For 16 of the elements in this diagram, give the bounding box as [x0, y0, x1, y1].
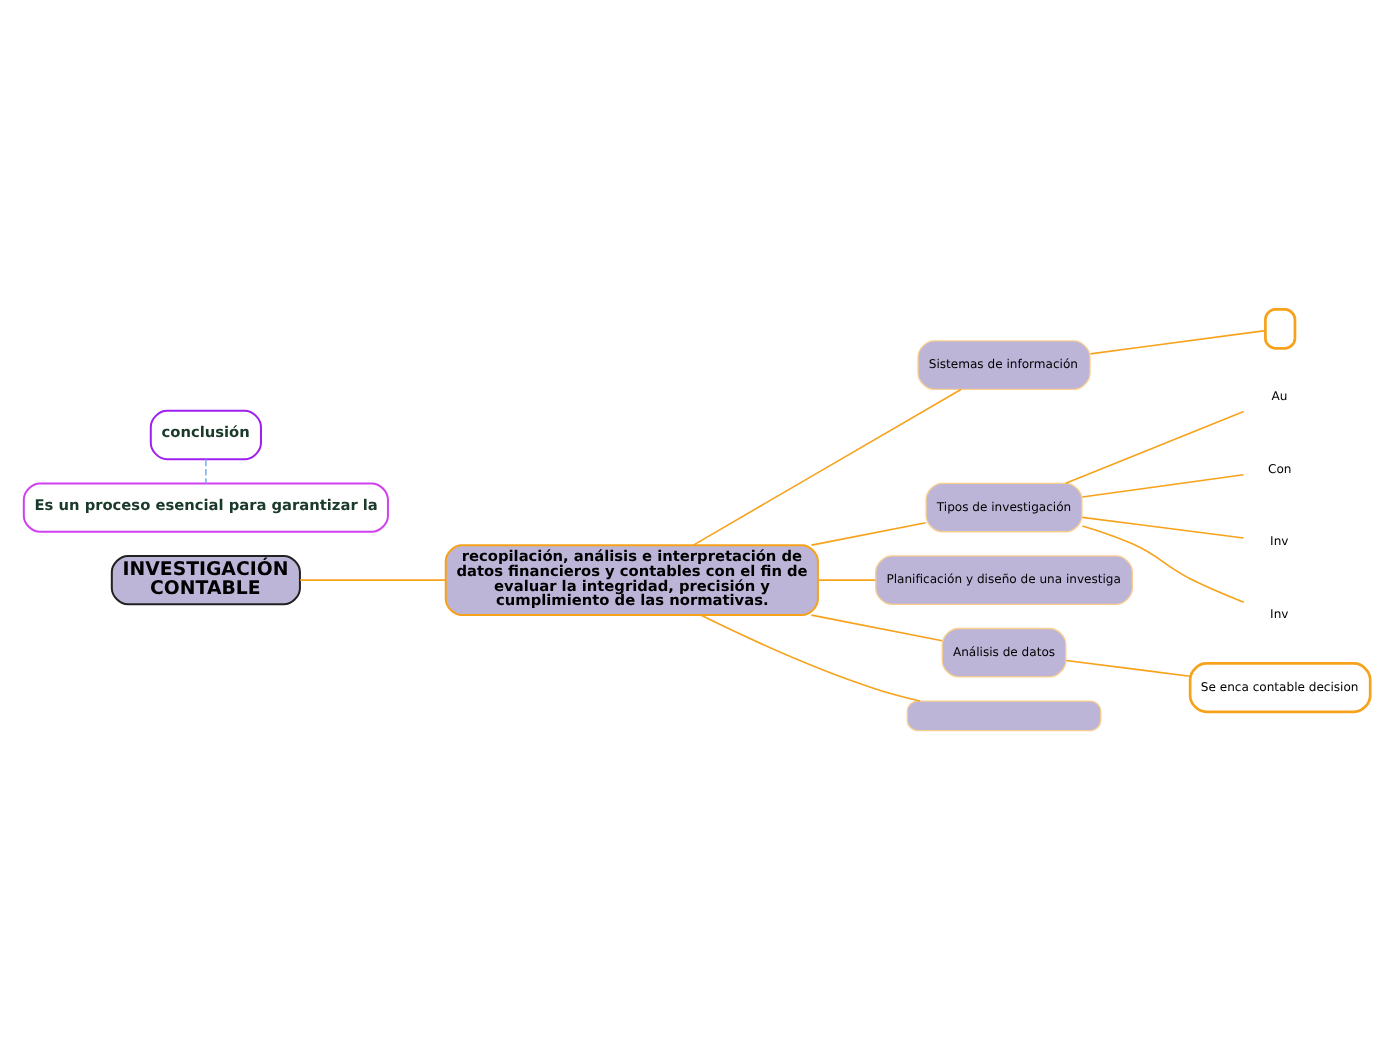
connector — [299, 579, 447, 581]
connector — [692, 388, 962, 546]
node-box — [906, 700, 1102, 732]
node-box — [1264, 308, 1297, 350]
connector — [817, 579, 877, 581]
connector — [810, 614, 943, 642]
node-box: INVESTIGACIÓN CONTABLE — [110, 554, 301, 606]
connector — [1081, 474, 1245, 498]
connector — [1081, 516, 1245, 539]
connector — [810, 521, 927, 546]
connector — [699, 614, 921, 702]
connector — [1081, 525, 1245, 603]
connector — [1064, 410, 1245, 485]
connector — [1089, 329, 1266, 355]
connector — [205, 458, 207, 484]
connector — [1065, 659, 1191, 678]
